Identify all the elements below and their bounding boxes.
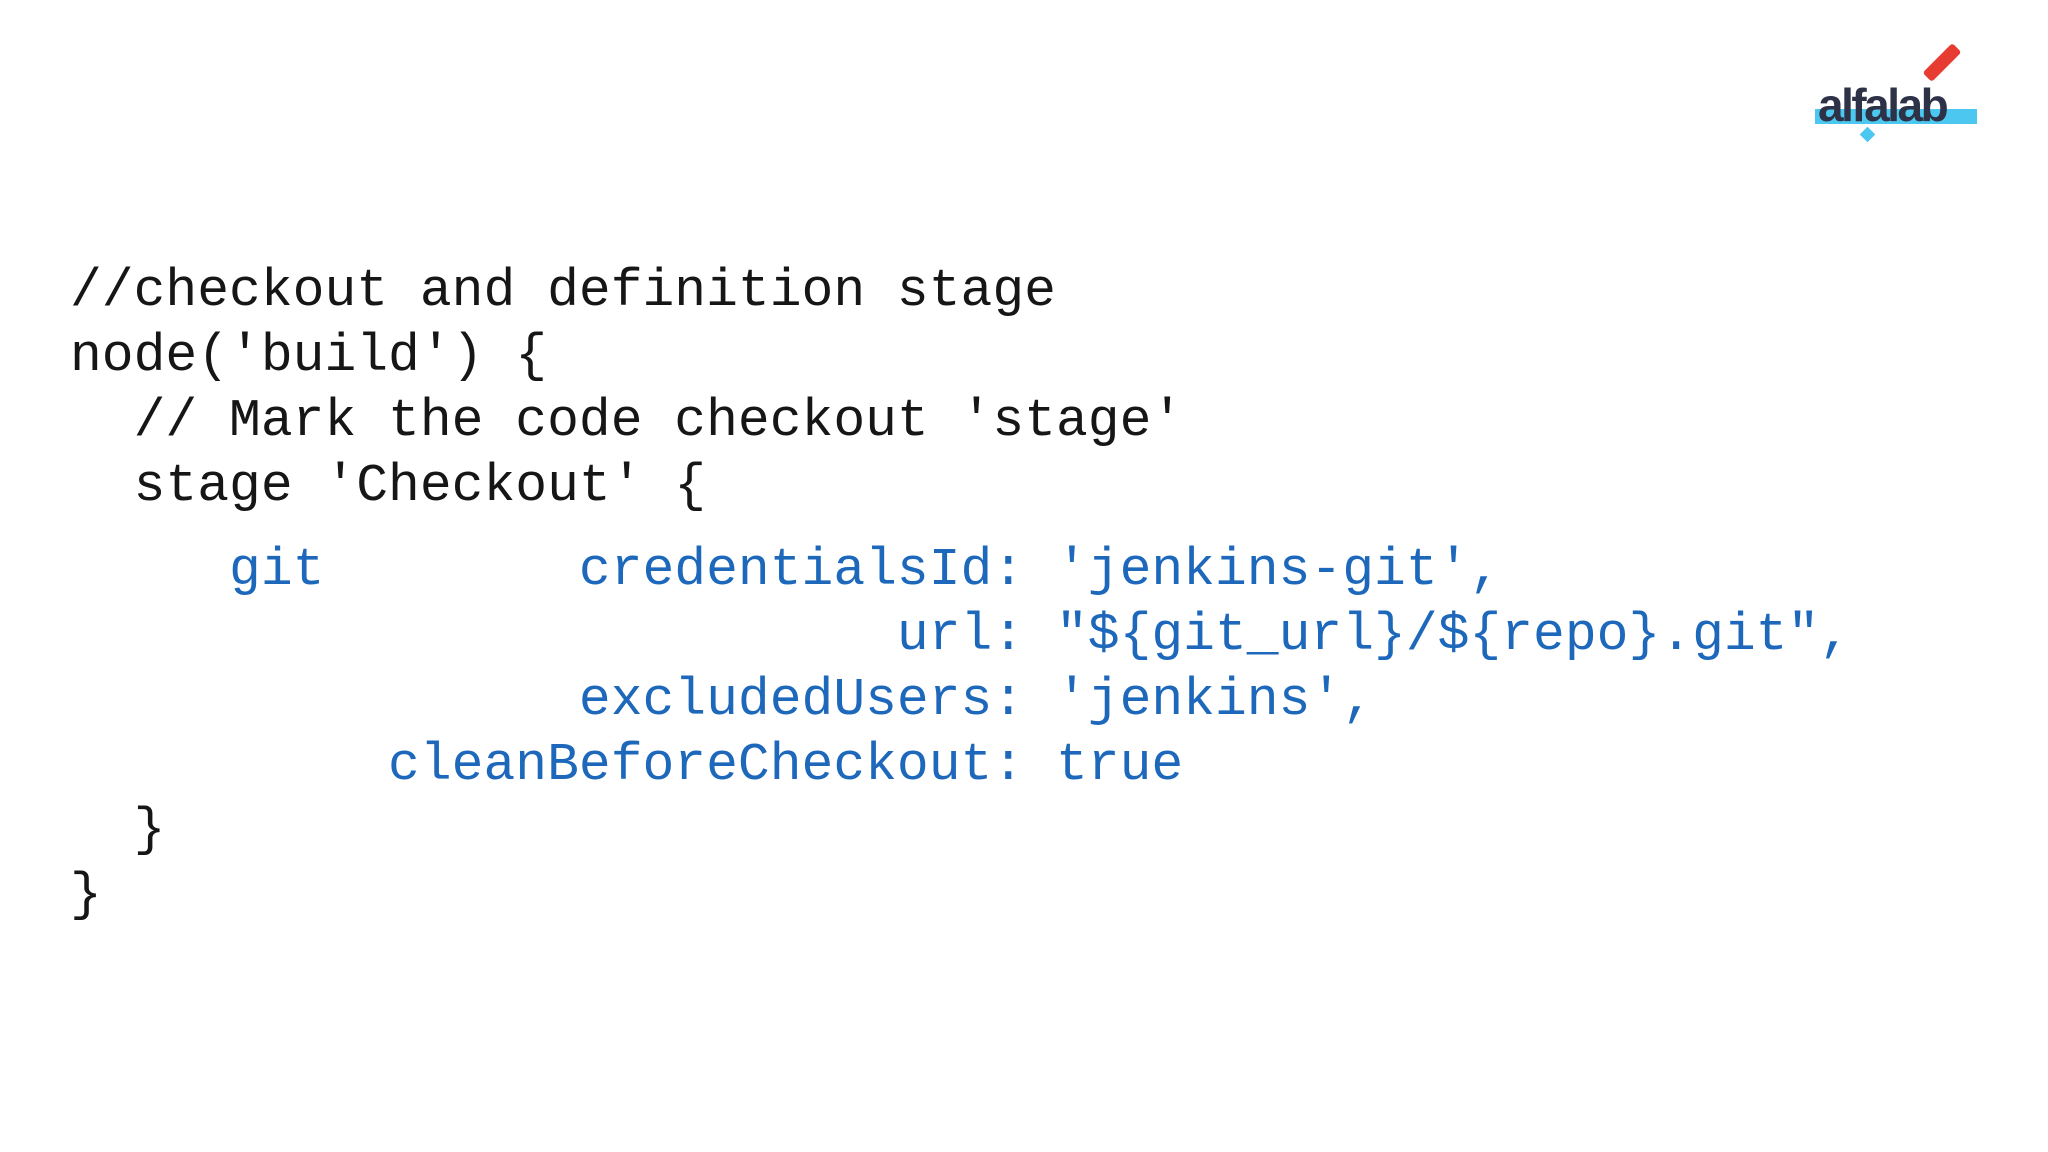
code-line: stage 'Checkout' {: [70, 456, 707, 516]
code-line: node('build') {: [70, 326, 548, 386]
code-line: git credentialsId: 'jenkins-git',: [70, 540, 1502, 600]
code-line: //checkout and definition stage: [70, 261, 1056, 321]
code-line: // Mark the code checkout 'stage': [70, 391, 1184, 451]
logo-wordmark: alfalab: [1818, 79, 1949, 131]
logo-underline-bar: [1815, 109, 1977, 124]
code-line: url: "${git_url}/${repo}.git",: [70, 605, 1852, 665]
alfalab-logo: alfalab: [1800, 40, 2048, 160]
code-line: cleanBeforeCheckout: true: [70, 735, 1184, 795]
logo-accent-slash-icon: [1922, 43, 1962, 82]
code-line: excludedUsers: 'jenkins',: [70, 670, 1375, 730]
code-line: }: [70, 800, 166, 860]
code-line: }: [70, 865, 102, 925]
